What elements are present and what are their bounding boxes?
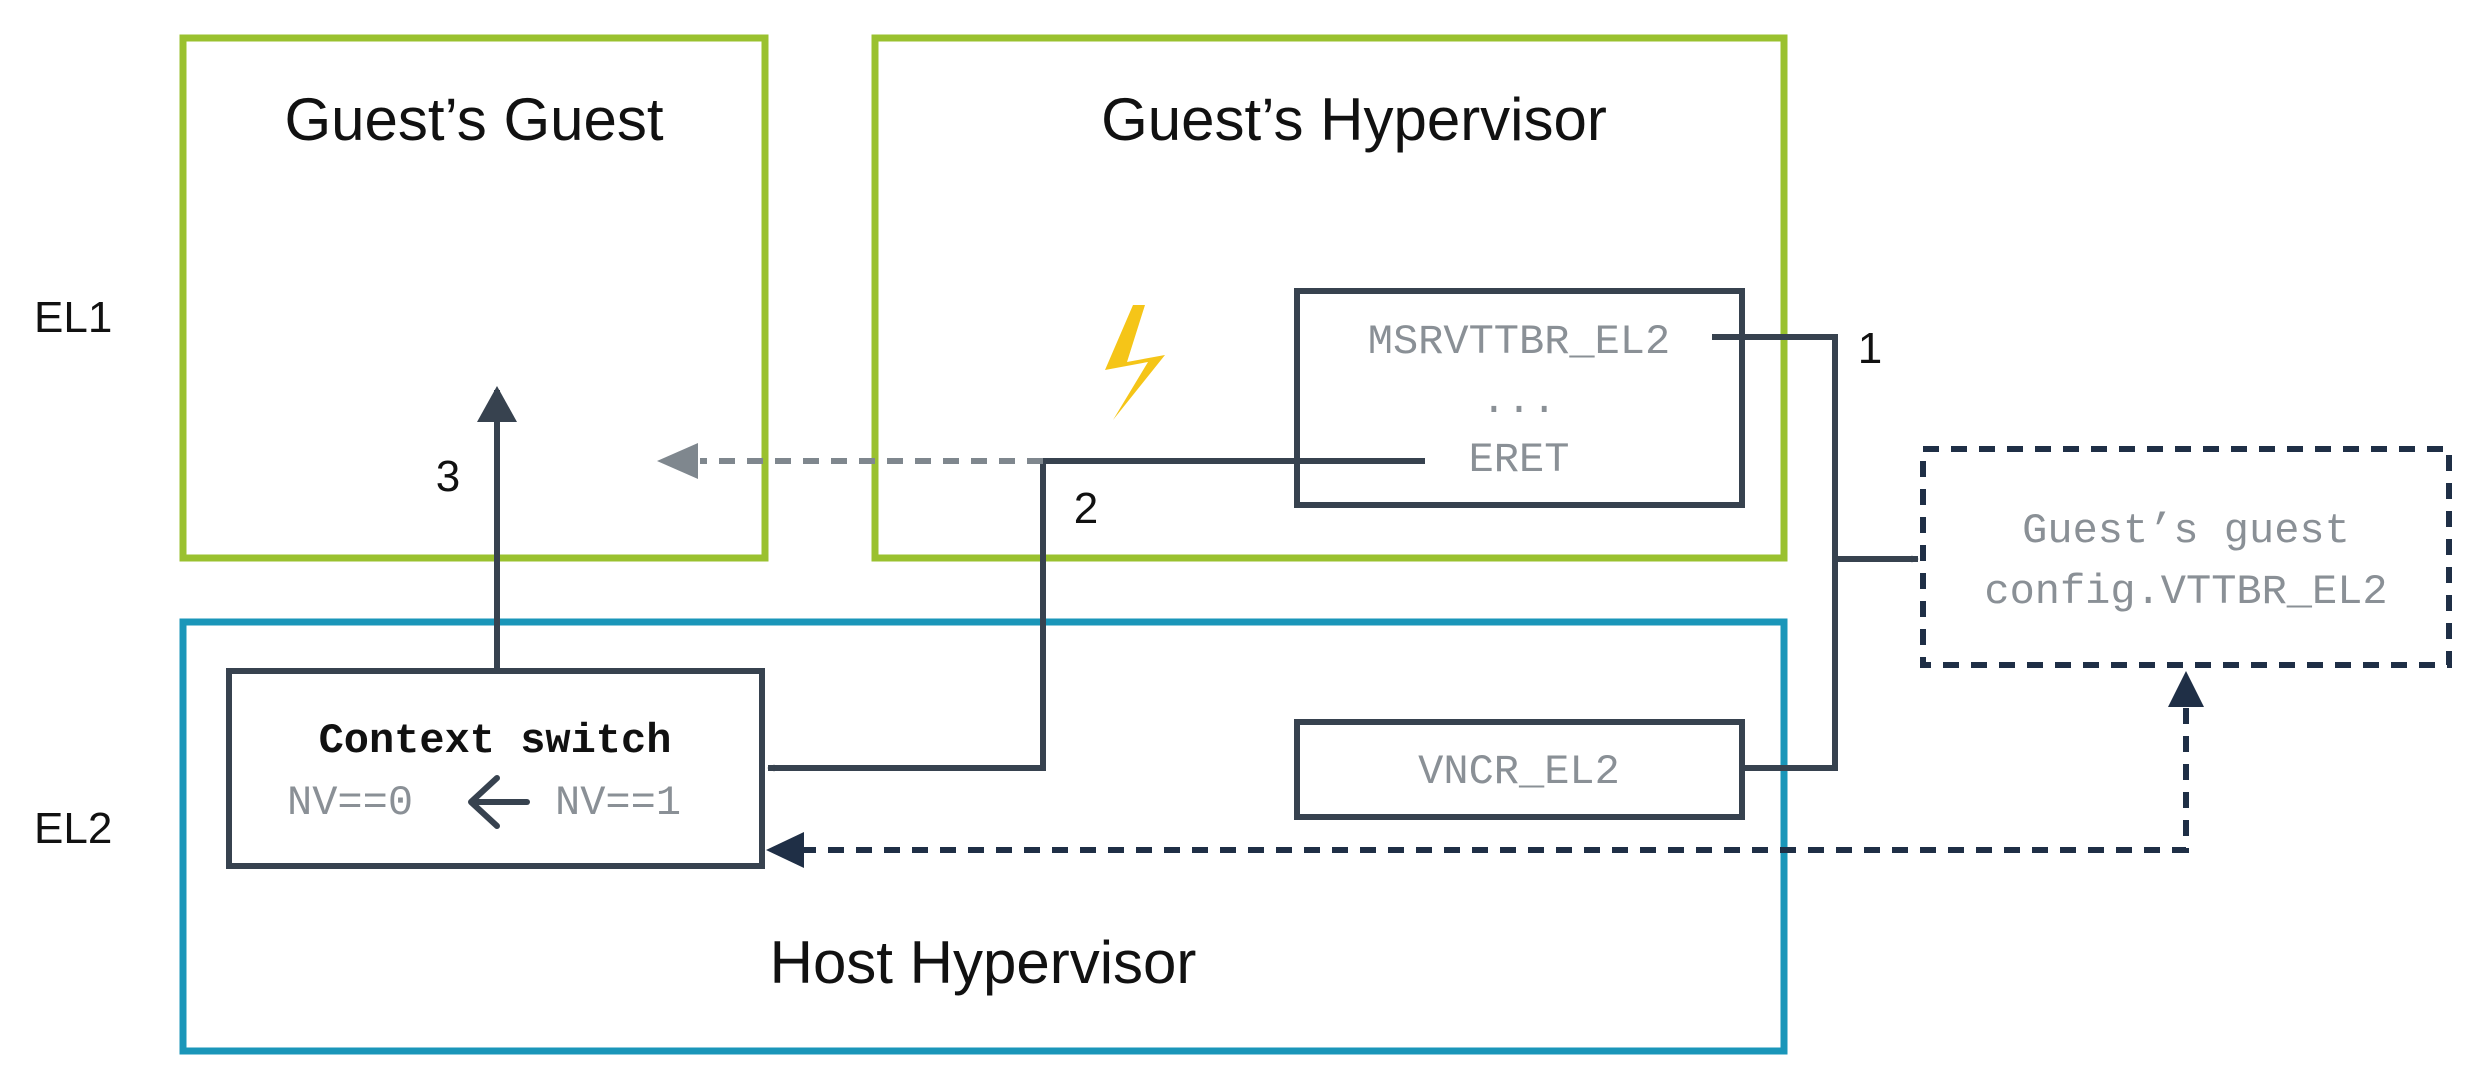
- dashed-eret-arrowhead: [657, 443, 698, 479]
- nv-zero-label: NV==0: [287, 779, 413, 827]
- guest-guest-box: Guest’s Guest: [179, 34, 769, 562]
- dashed-config-context-link: [800, 705, 2189, 853]
- dashed-arrowhead-guest-config: [2168, 671, 2204, 707]
- level-label-el2: EL2: [34, 804, 112, 853]
- code-line-eret: ERET: [1469, 436, 1570, 484]
- lightning-icon: [1105, 305, 1165, 420]
- guest-config-box: Guest’s guest config.VTTBR_EL2: [1920, 446, 2452, 668]
- dashed-arrowhead-context-switch: [766, 832, 804, 868]
- context-switch-box: Context switch NV==0 NV==1: [226, 668, 765, 869]
- guest-hypervisor-box: Guest’s Hypervisor: [871, 34, 1788, 562]
- guest-config-line2: config.VTTBR_EL2: [1984, 568, 2387, 616]
- guest-hypervisor-title: Guest’s Hypervisor: [1101, 86, 1607, 153]
- guest-guest-title: Guest’s Guest: [284, 86, 663, 153]
- host-hypervisor-box: Host Hypervisor: [179, 618, 1788, 1055]
- context-switch-title: Context switch: [319, 717, 672, 765]
- nv-one-label: NV==1: [555, 779, 681, 827]
- connector-vncr-to-config: [1742, 559, 1838, 771]
- guest-hypervisor-code-box: MSRVTTBR_EL2 ... ERET: [1294, 288, 1745, 508]
- arrow-to-guest-guest: [477, 386, 517, 422]
- code-line-ellipsis: ...: [1481, 377, 1557, 425]
- connector-eret-to-context-switch: [767, 458, 1425, 772]
- level-label-el1: EL1: [34, 293, 112, 342]
- step-label-2: 2: [1074, 484, 1098, 533]
- step-label-1: 1: [1858, 324, 1882, 373]
- host-hypervisor-title: Host Hypervisor: [770, 929, 1197, 996]
- code-line-msr: MSRVTTBR_EL2: [1368, 318, 1670, 366]
- arrow-left-icon: [468, 775, 530, 829]
- vncr-el2-box: VNCR_EL2: [1294, 719, 1745, 820]
- vncr-el2-label: VNCR_EL2: [1418, 748, 1620, 796]
- step-label-3: 3: [436, 452, 460, 501]
- guest-config-line1: Guest’s guest: [2022, 507, 2350, 555]
- connector-msr-to-config: [1712, 334, 1838, 559]
